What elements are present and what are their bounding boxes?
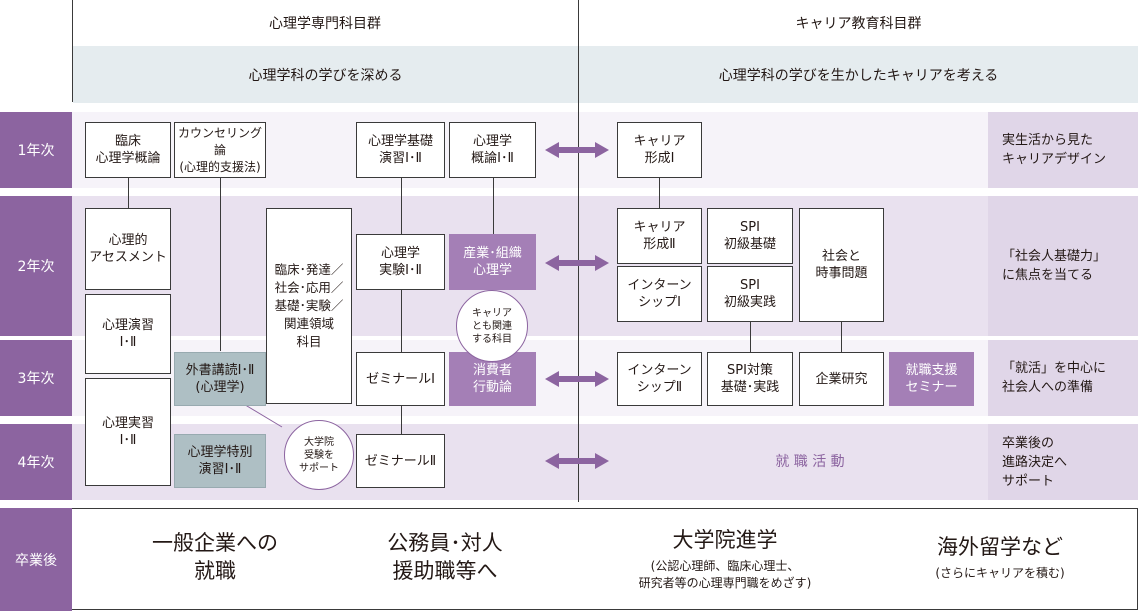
year-label-2: 2年次 <box>0 196 72 336</box>
path-daigakuin: 大学院進学 (公認心理師、臨床心理士、 研究者等の心理専門職をめざす) <box>590 514 860 604</box>
course-tokubetsu: 心理学特別 演習Ⅰ･Ⅱ <box>174 434 266 488</box>
note-year1: 実生活から見た キャリアデザイン <box>988 112 1138 188</box>
path-daigakuin-sub: (公認心理師、臨床心理士、 研究者等の心理専門職をめざす) <box>638 559 812 590</box>
connector-jikken-seminar1 <box>401 290 402 352</box>
note-year2: 「社会人基礎力」 に焦点を当てる <box>988 196 1138 336</box>
shushoku-katsudo-label: 就 職 活 動 <box>775 454 845 470</box>
course-rinsho-gairon: 臨床 心理学概論 <box>85 122 171 178</box>
path-ippan-kigyo: 一般企業への 就職 <box>152 531 278 583</box>
double-arrow-icon-year4 <box>545 453 609 469</box>
path-daigakuin-title: 大学院進学 <box>672 528 778 552</box>
double-arrow-icon-year1 <box>545 142 609 158</box>
year-label-graduation: 卒業後 <box>0 508 72 611</box>
course-gaisho: 外書講読Ⅰ･Ⅱ (心理学) <box>174 352 266 406</box>
path-ryugaku-title: 海外留学など <box>937 534 1063 559</box>
path-komuin: 公務員･対人 援助職等へ <box>387 531 503 583</box>
connector-seminar1-seminar2 <box>401 406 402 434</box>
course-shushoku-seminar: 就職支援 セミナー <box>889 352 974 406</box>
band-year2 <box>72 196 1138 336</box>
course-jisshu: 心理実習 Ⅰ･Ⅱ <box>85 378 171 486</box>
connector-shakai-kigyo <box>841 322 842 352</box>
course-gairon: 心理学 概論Ⅰ･Ⅱ <box>449 122 536 178</box>
connector-career1-career2 <box>659 178 660 208</box>
note-year4: 卒業後の 進路決定へ サポート <box>988 424 1138 500</box>
connector-rinsho-assessment <box>128 178 129 208</box>
double-arrow-icon-year2 <box>545 255 609 271</box>
circle-daigakuin-support: 大学院 受験を サポート <box>284 420 354 490</box>
course-related: 臨床･発達／ 社会･応用／ 基礎･実験／ 関連領域 科目 <box>266 208 352 404</box>
header-career: キャリア教育科目群 <box>795 16 922 32</box>
course-shakai: 社会と 時事問題 <box>799 208 884 322</box>
course-spi-jissen: SPI 初級実践 <box>707 266 793 322</box>
header-left-border <box>72 0 73 102</box>
note-year3: 「就活」を中心に 社会人への準備 <box>988 340 1138 416</box>
year-label-4: 4年次 <box>0 424 72 500</box>
connector-gairon-sangyo <box>493 178 494 234</box>
header-psychology: 心理学専門科目群 <box>269 16 381 32</box>
course-career2: キャリア 形成Ⅱ <box>617 208 702 264</box>
path-ryugaku: 海外留学など (さらにキャリアを積む) <box>880 522 1120 592</box>
course-intern1: インターン シップⅠ <box>617 266 702 322</box>
circle-career-related: キャリア とも関連 する科目 <box>456 290 528 362</box>
connector-counseling-gaisho <box>220 178 221 351</box>
connector-kiso-jikken <box>401 178 402 234</box>
course-kiso-enshu: 心理学基礎 演習Ⅰ･Ⅱ <box>356 122 445 178</box>
year-label-3: 3年次 <box>0 340 72 416</box>
course-seminar1: ゼミナールⅠ <box>356 352 445 406</box>
course-kigyo: 企業研究 <box>799 352 884 406</box>
double-arrow-icon-year3 <box>545 371 609 387</box>
course-seminar2: ゼミナールⅡ <box>356 434 445 488</box>
subheader-psychology: 心理学科の学びを深める <box>73 46 578 103</box>
subheader-career: 心理学科の学びを生かしたキャリアを考える <box>579 46 1138 103</box>
course-intern2: インターン シップⅡ <box>617 352 702 406</box>
course-shohisha: 消費者 行動論 <box>449 352 536 406</box>
center-divider <box>578 0 579 502</box>
course-assessment: 心理的 アセスメント <box>85 208 171 290</box>
year-label-1: 1年次 <box>0 112 72 188</box>
course-spi-taisaku: SPI対策 基礎･実践 <box>707 352 793 406</box>
course-sangyo: 産業･組織 心理学 <box>449 234 536 290</box>
course-jikken: 心理学 実験Ⅰ･Ⅱ <box>356 234 445 290</box>
course-enshu: 心理演習 Ⅰ･Ⅱ <box>85 294 171 374</box>
path-ryugaku-sub: (さらにキャリアを積む) <box>935 565 1065 580</box>
course-counseling: カウンセリング論 (心理的支援法) <box>174 122 266 178</box>
course-spi-kiso: SPI 初級基礎 <box>707 208 793 264</box>
course-career1: キャリア 形成Ⅰ <box>617 122 702 178</box>
